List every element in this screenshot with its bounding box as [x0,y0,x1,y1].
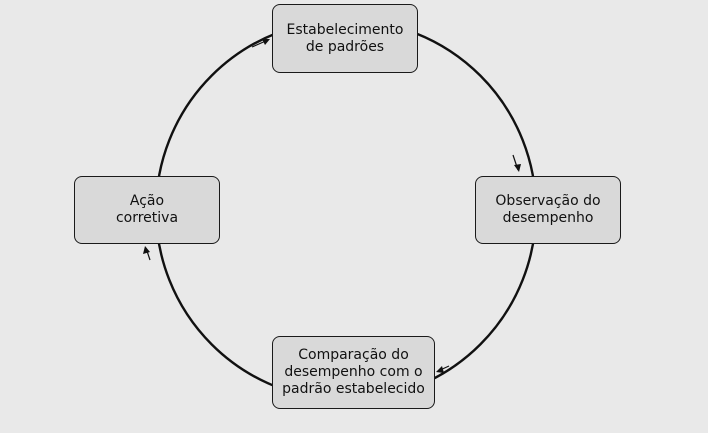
node-label-line: Comparação do [298,347,409,363]
node-label-line: padrão estabelecido [282,381,425,397]
arrow-icon-top [251,39,270,48]
arrow-icon-left [143,246,151,261]
arrow-icon-right [512,154,521,172]
node-label-line: desempenho com o [284,364,423,380]
node-estabelecimento-padroes: Estabelecimento de padrões [272,4,418,73]
node-acao-corretiva: Ação corretiva [74,176,220,244]
arrow-icon-bottom [436,365,450,373]
node-label-line: desempenho [502,210,594,226]
node-label-line: Ação [129,193,165,209]
node-label-line: de padrões [305,38,385,55]
node-observacao-desempenho: Observação do desempenho [475,176,621,244]
node-label-line: Observação do [495,193,601,209]
node-comparacao-desempenho: Comparação do desempenho com o padrão es… [272,336,435,409]
node-label-line: corretiva [115,210,179,226]
node-label-line: Estabelecimento [286,21,404,38]
